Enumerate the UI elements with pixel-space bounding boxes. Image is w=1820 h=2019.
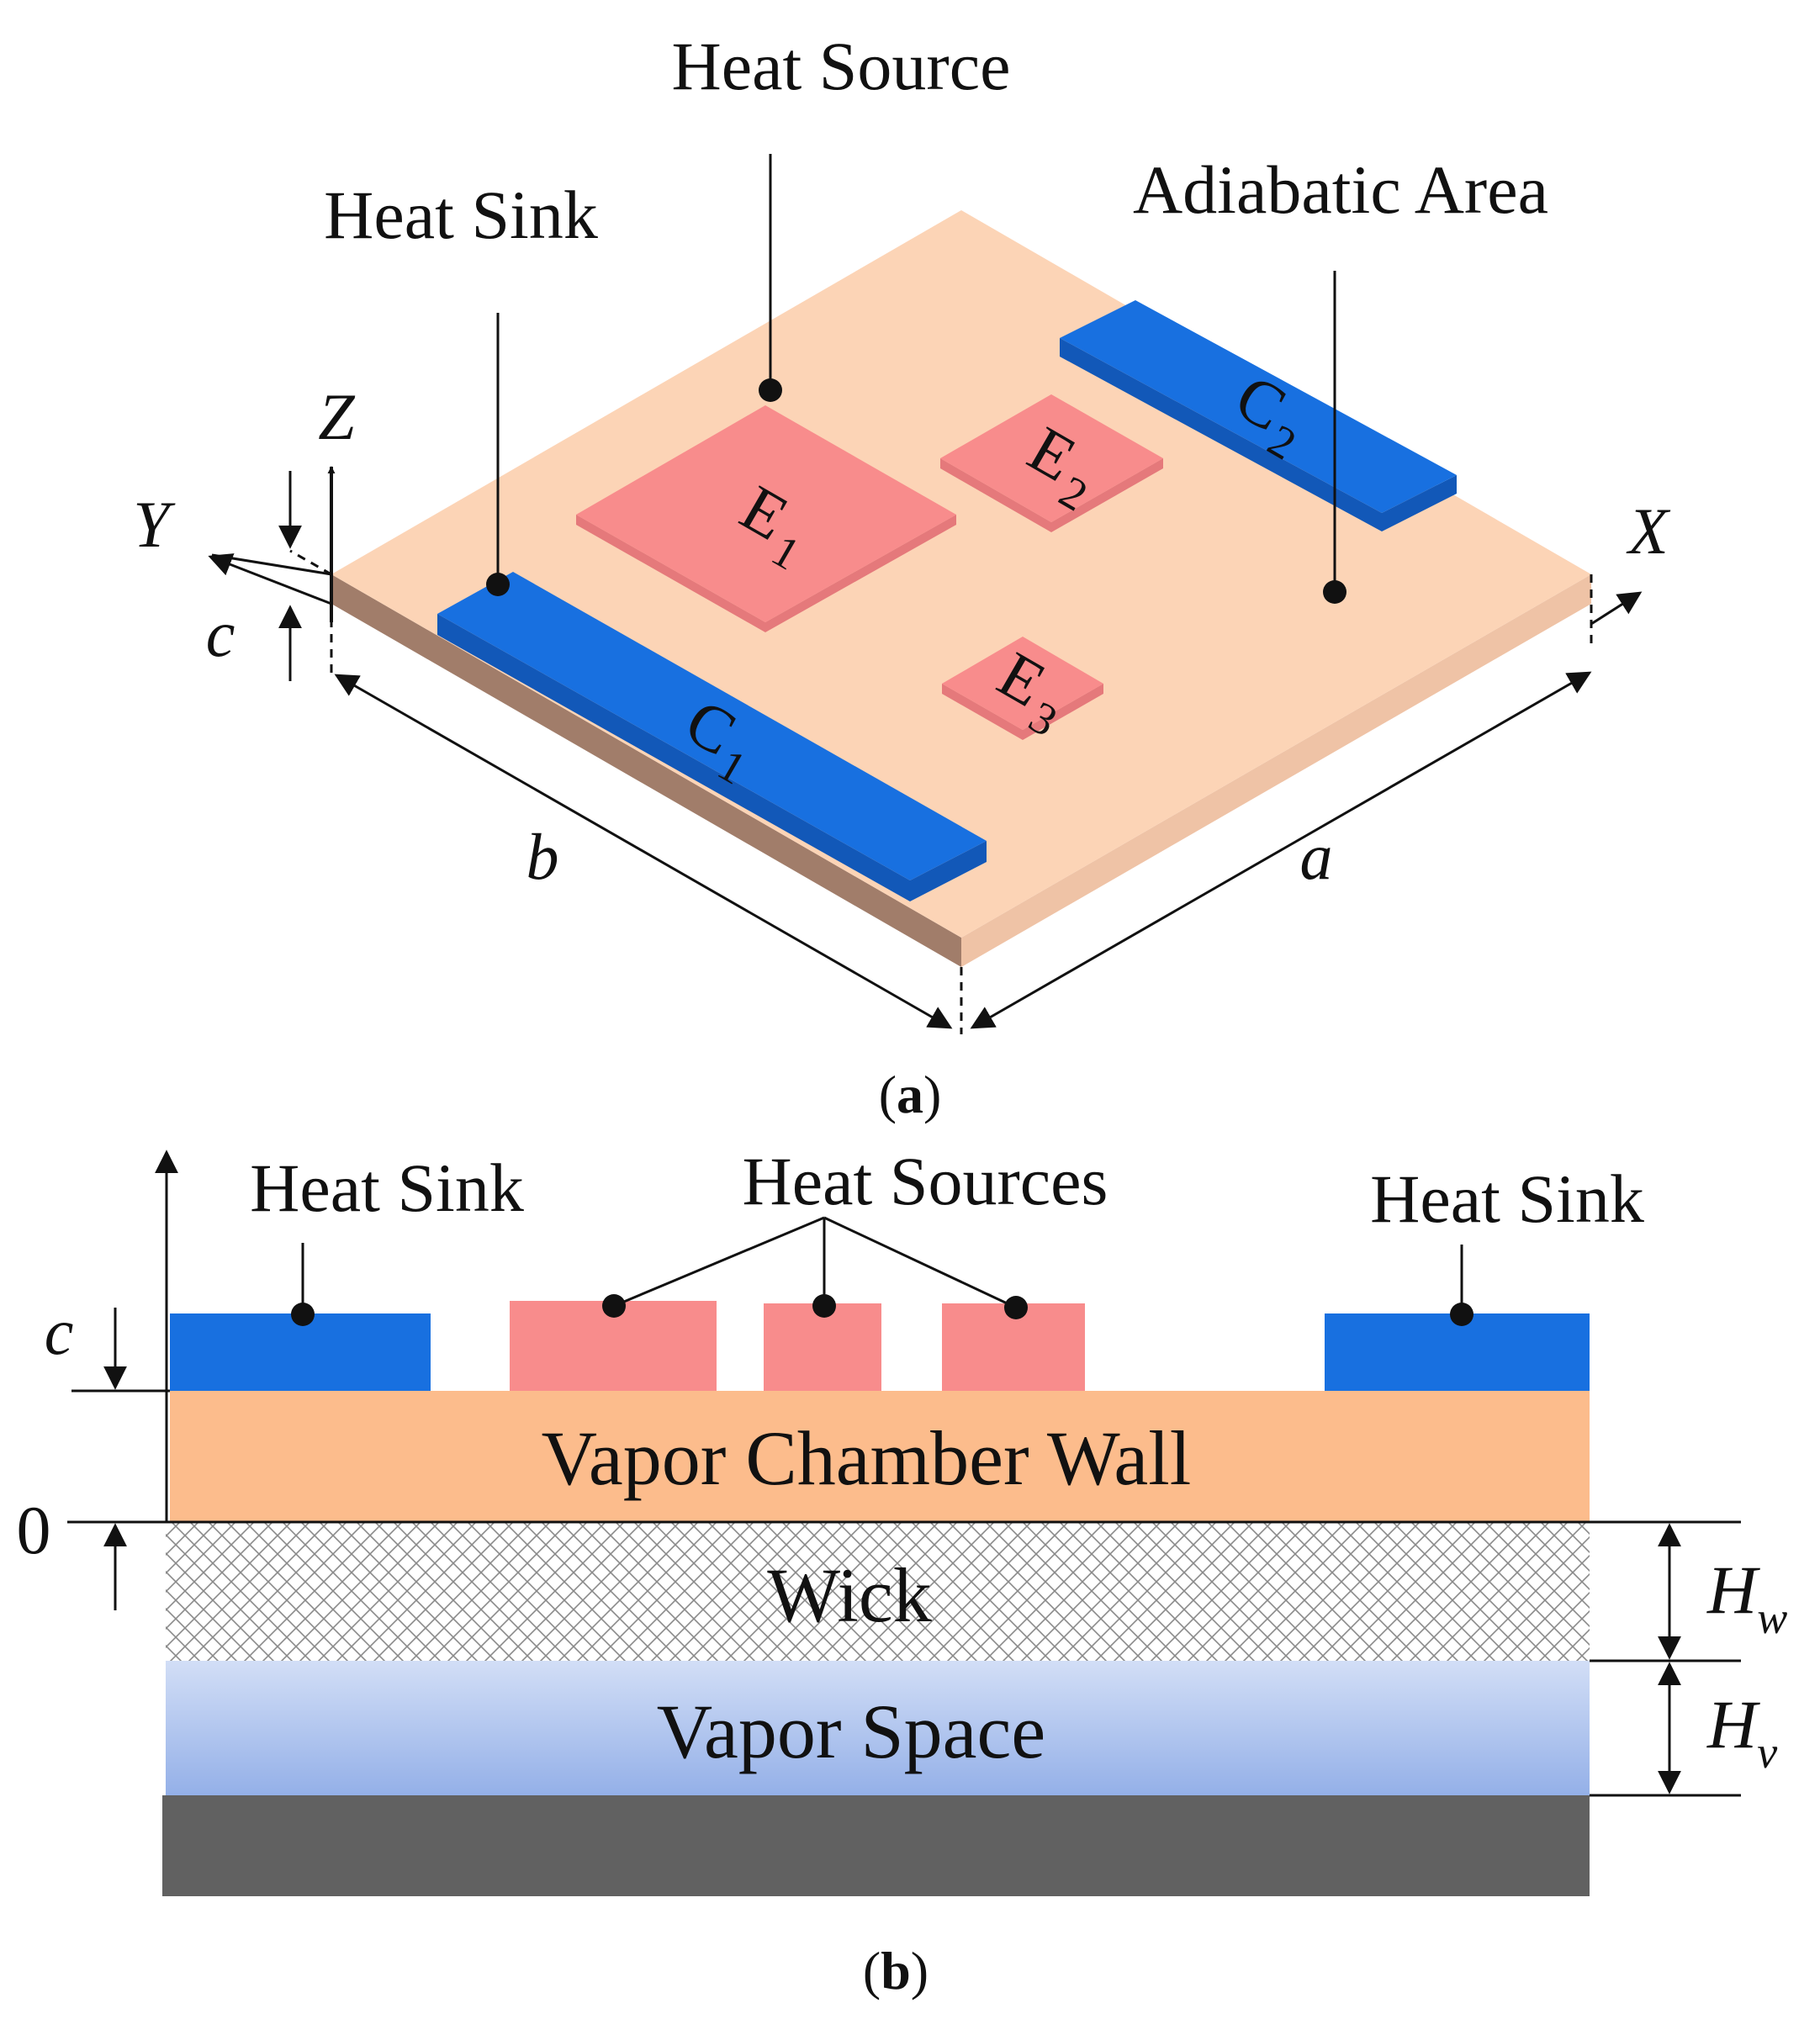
heat-source-label: Heat Source (672, 28, 1011, 104)
adiabatic-area-label: Adiabatic Area (1133, 151, 1548, 228)
zero-label: 0 (17, 1492, 51, 1568)
heat-source-block-2 (764, 1303, 881, 1391)
a-dim-arrow (970, 671, 1592, 1029)
x-axis-label: X (1626, 494, 1671, 568)
caption-a: (a) (879, 1065, 942, 1124)
vapor-chamber-wall (170, 1391, 1590, 1522)
y-axis-arrow (208, 553, 332, 605)
hw-label: Hw (1706, 1551, 1787, 1643)
wick-layer (166, 1522, 1590, 1661)
heat-sink-left-dot (291, 1303, 315, 1326)
heat-sources-label: Heat Sources (743, 1143, 1108, 1219)
z-axis-label: Z (318, 380, 356, 453)
a-dim-label: a (1300, 820, 1333, 893)
heat-sources-leader-3 (823, 1216, 1017, 1309)
heat-sink-dot (486, 573, 510, 596)
panel-a: E 1 E 2 E 3 (133, 28, 1671, 1124)
caption-b: (b) (863, 1941, 929, 2001)
c-dim-label: c (206, 597, 235, 670)
adiabatic-dot (1323, 580, 1346, 604)
hv-label: Hv (1706, 1686, 1777, 1778)
b-dim-arrow (334, 674, 953, 1029)
heat-sources-leader-1 (613, 1216, 825, 1308)
heat-source-e1: E 1 (576, 405, 956, 632)
heat-sink-right-label: Heat Sink (1370, 1160, 1644, 1237)
bottom-wall (162, 1795, 1590, 1896)
heat-sink-right-block (1325, 1313, 1590, 1391)
heat-source-dot (759, 378, 782, 402)
heat-source-dot-2 (812, 1294, 836, 1318)
heat-sink-left-block (170, 1313, 431, 1391)
heat-sink-label: Heat Sink (324, 177, 598, 253)
x-axis-arrow (1590, 591, 1643, 626)
heat-source-e2: E 2 (940, 394, 1163, 532)
heat-source-dot-1 (602, 1294, 626, 1318)
wick-label: Wick (767, 1552, 932, 1638)
c-label: c (45, 1295, 74, 1368)
heat-sink-right-dot (1450, 1303, 1473, 1326)
panel-b: Vapor Chamber Wall Wick Vapor Space c 0 … (17, 1143, 1788, 2001)
y-axis-label: Y (133, 488, 176, 561)
c-dim-dashed-top (289, 549, 332, 576)
vapor-chamber-wall-label: Vapor Chamber Wall (542, 1415, 1192, 1501)
b-dim-label: b (526, 820, 559, 893)
heat-source-dot-3 (1004, 1296, 1028, 1319)
heat-sink-c2: C 2 (1060, 300, 1457, 531)
vapor-space-label: Vapor Space (657, 1689, 1045, 1774)
vapor-space-layer (166, 1661, 1590, 1795)
heat-sink-left-label: Heat Sink (250, 1150, 524, 1226)
